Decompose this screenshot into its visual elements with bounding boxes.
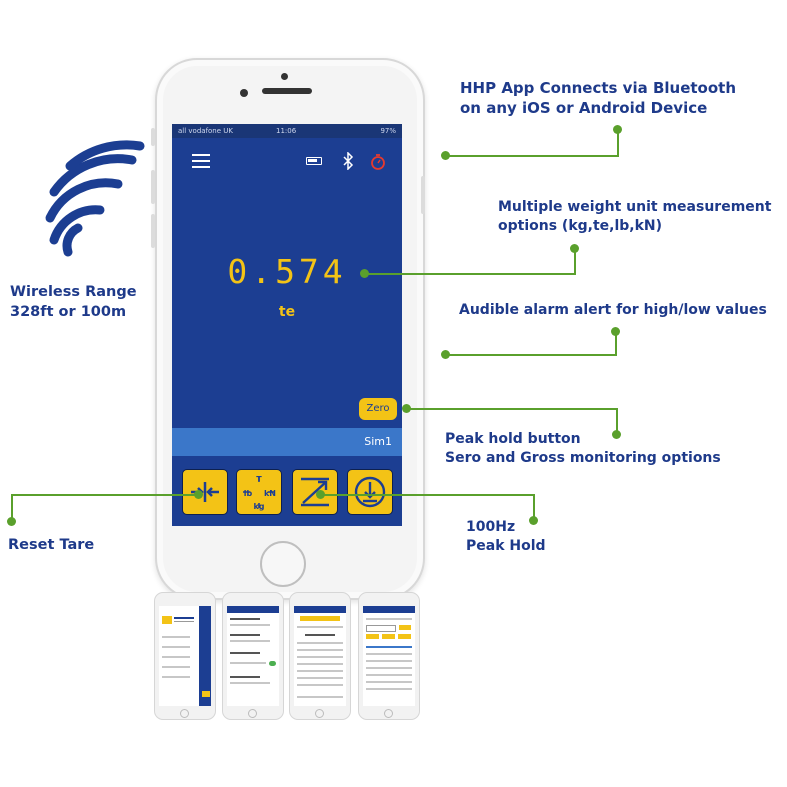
peak-hold-callout: Peak hold button Sero and Gross monitori…: [445, 430, 721, 468]
zero-button[interactable]: Zero: [359, 398, 397, 420]
hz-callout: 100Hz Peak Hold: [466, 518, 546, 556]
gross-zero-icon: [354, 476, 386, 508]
bluetooth-connector: [445, 155, 618, 157]
function-toolbar: T lb kN kg: [172, 464, 402, 526]
tare-connector-end: [7, 517, 16, 526]
units-connector-dot: [360, 269, 369, 278]
bluetooth-callout-line2: on any iOS or Android Device: [460, 99, 708, 117]
unit-bottom-label: kg: [253, 502, 264, 511]
alarm-stopwatch-icon[interactable]: [370, 153, 386, 171]
peak-connector: [406, 408, 618, 410]
thumbnail-log-screen: [289, 592, 351, 720]
tare-button[interactable]: [182, 469, 228, 515]
phone-volume-down: [151, 214, 155, 248]
home-button[interactable]: [260, 541, 306, 587]
unit-select-button[interactable]: T lb kN kg: [236, 469, 282, 515]
status-bar: all vodafone UK 11:06 97%: [172, 124, 402, 138]
alarm-callout: Audible alarm alert for high/low values: [459, 302, 767, 318]
status-carrier: all vodafone UK: [178, 127, 233, 135]
hz-connector-end: [529, 516, 538, 525]
thumbnail-data-screen: [358, 592, 420, 720]
hz-connector-dot: [316, 490, 325, 499]
wireless-signal-icon: [45, 140, 145, 257]
wireless-range-callout: Wireless Range 328ft or 100m: [10, 282, 137, 322]
hz-callout-line1: 100Hz: [466, 519, 516, 535]
device-name: Sim1: [364, 435, 392, 448]
alarm-connector: [445, 354, 617, 356]
bluetooth-icon: [343, 152, 354, 170]
load-unit: te: [278, 304, 296, 320]
wireless-range-title: Wireless Range: [10, 284, 137, 300]
units-callout-line2: options (kg,te,lb,kN): [498, 218, 663, 234]
hz-connector-vertical: [533, 494, 535, 520]
bluetooth-callout-line1: HHP App Connects via Bluetooth: [460, 79, 737, 97]
status-time: 11:06: [276, 127, 297, 135]
units-callout: Multiple weight unit measurement options…: [498, 198, 771, 236]
tare-connector-dot: [194, 490, 203, 499]
gross-zero-button[interactable]: [347, 469, 393, 515]
bluetooth-callout: HHP App Connects via Bluetooth on any iO…: [460, 78, 736, 118]
peak-hold-icon: [301, 477, 329, 507]
earpiece-speaker: [262, 88, 312, 94]
hz-connector: [320, 494, 535, 496]
units-callout-line1: Multiple weight unit measurement: [498, 199, 772, 215]
unit-left-label: lb: [244, 489, 253, 498]
units-connector: [364, 273, 576, 275]
peak-hold-button[interactable]: [292, 469, 338, 515]
units-connector-vertical: [574, 246, 576, 275]
phone-power-button: [421, 176, 425, 214]
reset-tare-callout: Reset Tare: [8, 537, 95, 553]
bluetooth-connector-end: [613, 125, 622, 134]
load-reading: 0.574: [227, 252, 347, 291]
thumbnail-settings-screen: [222, 592, 284, 720]
phone-volume-up: [151, 170, 155, 204]
tare-connector: [11, 494, 198, 496]
device-band: Sim1: [172, 428, 402, 456]
hamburger-menu-icon[interactable]: [192, 154, 210, 168]
unit-top-label: T: [256, 475, 262, 484]
thumbnail-menu-screen: [154, 592, 216, 720]
peak-callout-line2: Sero and Gross monitoring options: [445, 450, 721, 466]
battery-icon: [306, 157, 322, 165]
bluetooth-connector-dot: [441, 151, 450, 160]
peak-connector-vertical: [616, 408, 618, 434]
units-connector-end: [570, 244, 579, 253]
peak-connector-dot: [402, 404, 411, 413]
phone-mute-switch: [151, 128, 155, 146]
wireless-range-value: 328ft or 100m: [10, 304, 127, 320]
tare-connector-vertical: [11, 494, 13, 522]
front-sensor-icon: [281, 73, 288, 80]
unit-select-icon: T lb kN kg: [243, 475, 276, 511]
alarm-connector-vertical: [615, 330, 617, 356]
alarm-connector-end: [611, 327, 620, 336]
app-screen: all vodafone UK 11:06 97% 0.574 te Zero …: [172, 124, 402, 526]
bluetooth-connector-vertical: [617, 128, 619, 157]
alarm-connector-dot: [441, 350, 450, 359]
front-camera-icon: [240, 89, 248, 97]
hz-callout-line2: Peak Hold: [466, 538, 546, 554]
peak-callout-line1: Peak hold button: [445, 431, 581, 447]
status-battery: 97%: [380, 127, 396, 135]
tare-icon: [191, 482, 219, 502]
unit-right-label: kN: [264, 489, 276, 498]
peak-connector-end: [612, 430, 621, 439]
